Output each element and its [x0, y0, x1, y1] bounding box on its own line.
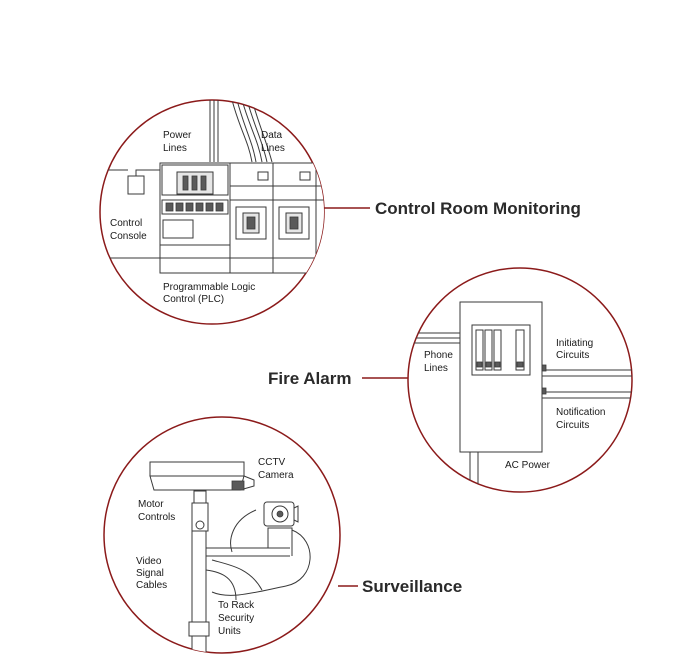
to-rack-label-1: To Rack	[218, 600, 255, 611]
notification-circuits-label-2: Circuits	[556, 420, 589, 431]
motor-controls-label-1: Motor	[138, 499, 164, 510]
fire-alarm-title: Fire Alarm	[268, 369, 351, 388]
phone-lines-label-1: Phone	[424, 350, 453, 361]
video-signal-cables-label-3: Cables	[136, 580, 167, 591]
plc-label-2: Control (PLC)	[163, 294, 224, 305]
phone-lines-label-2: Lines	[424, 363, 448, 374]
power-lines-label-1: Power	[163, 130, 192, 141]
notification-circuits-label-1: Notification	[556, 407, 605, 418]
motor-controls-label-2: Controls	[138, 512, 175, 523]
plc-label-1: Programmable Logic	[163, 282, 255, 293]
cctv-camera-label-2: Camera	[258, 470, 294, 481]
control-console-label-1: Control	[110, 218, 142, 229]
to-rack-label-2: Security	[218, 613, 254, 624]
fire-alarm-section: Phone Lines Initiating Circuits Notifica…	[268, 267, 633, 493]
video-signal-cables-label-1: Video	[136, 556, 162, 567]
control-room-title: Control Room Monitoring	[375, 199, 581, 218]
ac-power-label: AC Power	[505, 460, 551, 471]
data-lines-label-1: Data	[261, 130, 283, 141]
surveillance-section: CCTV Camera Motor Controls Video Signal …	[103, 416, 462, 654]
surveillance-title: Surveillance	[362, 577, 462, 596]
control-room-illustration	[108, 100, 324, 274]
initiating-circuits-label-2: Circuits	[556, 350, 589, 361]
surveillance-illustration	[149, 461, 311, 653]
fire-alarm-illustration	[408, 301, 632, 492]
power-lines-label-2: Lines	[163, 143, 187, 154]
data-lines-label-2: Lines	[261, 143, 285, 154]
initiating-circuits-label-1: Initiating	[556, 338, 593, 349]
video-signal-cables-label-2: Signal	[136, 568, 164, 579]
cctv-camera-label-1: CCTV	[258, 457, 286, 468]
control-console-label-2: Console	[110, 231, 147, 242]
to-rack-label-3: Units	[218, 626, 241, 637]
control-room-section: Power Lines Data Lines Control Console P…	[99, 99, 581, 325]
